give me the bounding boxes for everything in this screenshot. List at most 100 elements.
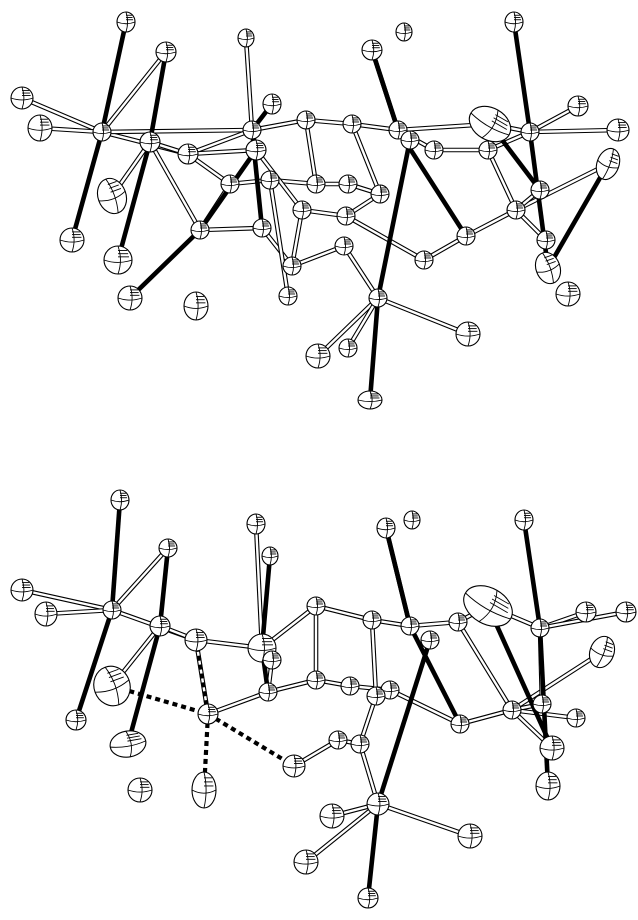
top-atom-ellipsoid <box>567 95 589 117</box>
top-solid-bond <box>369 49 401 131</box>
bottom-atoms <box>10 489 637 909</box>
bottom-open-bond <box>315 603 373 623</box>
bottom-open-bond <box>456 620 514 712</box>
top-atom-ellipsoid <box>334 236 354 256</box>
bottom-atom-ellipsoid <box>158 538 178 558</box>
top-open-bond <box>243 37 255 131</box>
top-atom-ellipsoid <box>424 140 444 160</box>
bottom-open-bond <box>110 546 170 612</box>
top-atom-ellipsoid <box>96 177 128 215</box>
top-atom-ellipsoid <box>361 39 383 61</box>
top-open-bond <box>349 123 383 195</box>
top-atom-ellipsoid <box>395 22 413 42</box>
top-atom-ellipsoid <box>282 256 302 276</box>
top-atom-ellipsoid <box>338 338 358 358</box>
bottom-open-bond <box>253 523 265 649</box>
bottom-atom-ellipsoid <box>340 676 360 696</box>
bottom-open-bond <box>21 587 113 613</box>
bottom-atom-ellipsoid <box>93 665 131 707</box>
bottom-atom-ellipsoid <box>246 513 266 535</box>
bottom-atom-ellipsoid <box>357 887 379 909</box>
top-atom-ellipsoid <box>306 174 326 194</box>
bottom-solid-bond <box>365 803 381 899</box>
top-atom-ellipsoid <box>468 105 512 143</box>
top-atom-ellipsoid <box>338 174 358 194</box>
bottom-solid-bond <box>485 605 555 749</box>
bottom-solid-bond <box>259 555 273 649</box>
top-atom-ellipsoid <box>245 139 267 161</box>
bottom-atom-ellipsoid <box>184 628 208 652</box>
top-open-bond <box>21 95 103 135</box>
bottom-dashed-bond <box>193 639 211 715</box>
top-solid-bond <box>511 21 533 133</box>
top-solid-bond <box>128 228 202 300</box>
top-atom-ellipsoid <box>336 206 356 226</box>
bottom-atom-ellipsoid <box>502 700 522 720</box>
top-solid-bond <box>69 131 105 241</box>
bottom-atom-ellipsoid <box>514 509 534 531</box>
top-atom-ellipsoid <box>534 251 562 285</box>
bottom-atom-ellipsoid <box>532 694 552 714</box>
top-atom-ellipsoid <box>103 245 133 275</box>
top-open-bond <box>377 295 469 337</box>
top-atom-ellipsoid <box>242 120 262 140</box>
top-atom-ellipsoid <box>342 114 362 134</box>
top-atom-ellipsoid <box>117 285 143 311</box>
bottom-atom-ellipsoid <box>319 803 345 829</box>
top-atom-ellipsoid <box>555 281 581 307</box>
bottom-atom-ellipsoid <box>306 596 326 616</box>
bottom-open-bond <box>377 801 471 839</box>
molecule-structure-bottom <box>10 489 637 909</box>
bottom-open-bond <box>304 802 380 864</box>
top-open-bond <box>101 127 253 135</box>
top-open-bond <box>100 50 168 134</box>
top-atom-ellipsoid <box>190 220 210 240</box>
top-atom-ellipsoid <box>278 286 298 306</box>
top-open-bond <box>346 296 380 350</box>
bottom-atom-ellipsoid <box>328 730 348 750</box>
bottom-atom-ellipsoid <box>615 601 637 623</box>
top-atom-ellipsoid <box>400 130 420 150</box>
top-open-bond <box>303 119 319 185</box>
bottom-open-bond <box>510 650 604 712</box>
top-atom-ellipsoid <box>220 174 240 194</box>
bottom-atom-ellipsoid <box>65 709 87 731</box>
top-atom-ellipsoid <box>183 291 209 321</box>
top-atom-ellipsoid <box>177 143 199 165</box>
bottom-atom-ellipsoid <box>110 489 130 511</box>
top-atom-ellipsoid <box>27 114 53 142</box>
top-solid-bond <box>375 139 413 299</box>
top-atom-ellipsoid <box>504 11 524 33</box>
top-solid-bond <box>367 297 381 401</box>
top-atom-ellipsoid <box>520 122 540 142</box>
bottom-solid-bond <box>157 547 171 627</box>
bottom-atom-ellipsoid <box>350 734 370 754</box>
top-open-bond <box>529 127 619 135</box>
top-atom-ellipsoid <box>292 200 312 220</box>
top-atom-ellipsoid <box>456 226 476 246</box>
top-atom-ellipsoid <box>262 93 282 115</box>
top-atom-ellipsoid <box>368 288 388 308</box>
bottom-solid-bond <box>125 625 163 745</box>
bottom-atom-ellipsoid <box>575 601 597 623</box>
bottom-atom-ellipsoid <box>102 600 122 620</box>
top-atom-ellipsoid <box>10 86 34 110</box>
top-atom-ellipsoid <box>116 11 136 33</box>
top-open-bond <box>199 225 263 233</box>
bottom-atom-ellipsoid <box>362 610 382 630</box>
bottom-solid-bond <box>73 609 115 721</box>
bottom-atom-ellipsoid <box>197 703 219 725</box>
bottom-atom-ellipsoid <box>293 849 319 875</box>
top-atom-ellipsoid <box>414 250 434 270</box>
bottom-atom-ellipsoid <box>10 578 34 602</box>
bottom-atom-ellipsoid <box>400 616 420 636</box>
bottom-atom-ellipsoid <box>539 735 565 761</box>
top-open-bond <box>187 127 253 157</box>
top-atom-ellipsoid <box>370 184 390 204</box>
top-open-bond <box>514 161 610 213</box>
bottom-atom-ellipsoid <box>376 517 396 539</box>
top-atom-ellipsoid <box>296 110 316 130</box>
bottom-dashed-bond <box>206 712 296 768</box>
top-atom-ellipsoid <box>260 170 280 190</box>
